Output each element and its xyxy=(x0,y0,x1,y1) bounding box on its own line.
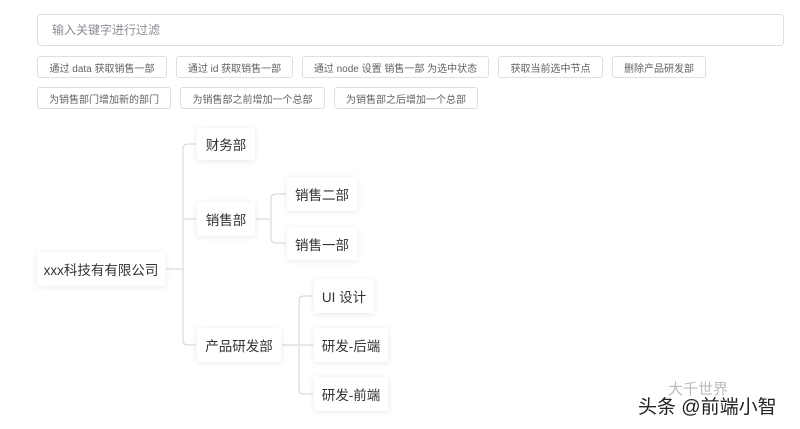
insert-before-button[interactable]: 为销售部之前增加一个总部 xyxy=(180,87,325,109)
tree-node-finance[interactable]: 财务部 xyxy=(197,128,255,160)
get-by-data-button[interactable]: 通过 data 获取销售一部 xyxy=(37,56,167,78)
get-checked-nodes-button[interactable]: 获取当前选中节点 xyxy=(498,56,603,78)
tree-node-rnd[interactable]: 产品研发部 xyxy=(197,328,281,362)
delete-rnd-button[interactable]: 删除产品研发部 xyxy=(612,56,706,78)
insert-after-button[interactable]: 为销售部之后增加一个总部 xyxy=(334,87,478,109)
filter-input[interactable] xyxy=(37,14,784,46)
append-dept-button[interactable]: 为销售部门增加新的部门 xyxy=(37,87,171,109)
tree-node-sales-1[interactable]: 销售一部 xyxy=(287,227,357,260)
tree-node-backend[interactable]: 研发-后端 xyxy=(314,328,388,362)
watermark-background-text: 大千世界 xyxy=(668,381,729,398)
set-checked-by-node-button[interactable]: 通过 node 设置 销售一部 为选中状态 xyxy=(302,56,489,78)
tree-node-sales[interactable]: 销售部 xyxy=(197,202,255,236)
watermark: 头条 @前端小智 xyxy=(638,397,777,418)
tree-node-sales-2[interactable]: 销售二部 xyxy=(287,177,357,211)
tree-node-root[interactable]: xxx科技有有限公司 xyxy=(37,252,165,286)
tree-node-ui-design[interactable]: UI 设计 xyxy=(314,279,374,313)
get-by-id-button[interactable]: 通过 id 获取销售一部 xyxy=(176,56,293,78)
tree-node-frontend[interactable]: 研发-前端 xyxy=(314,377,388,411)
